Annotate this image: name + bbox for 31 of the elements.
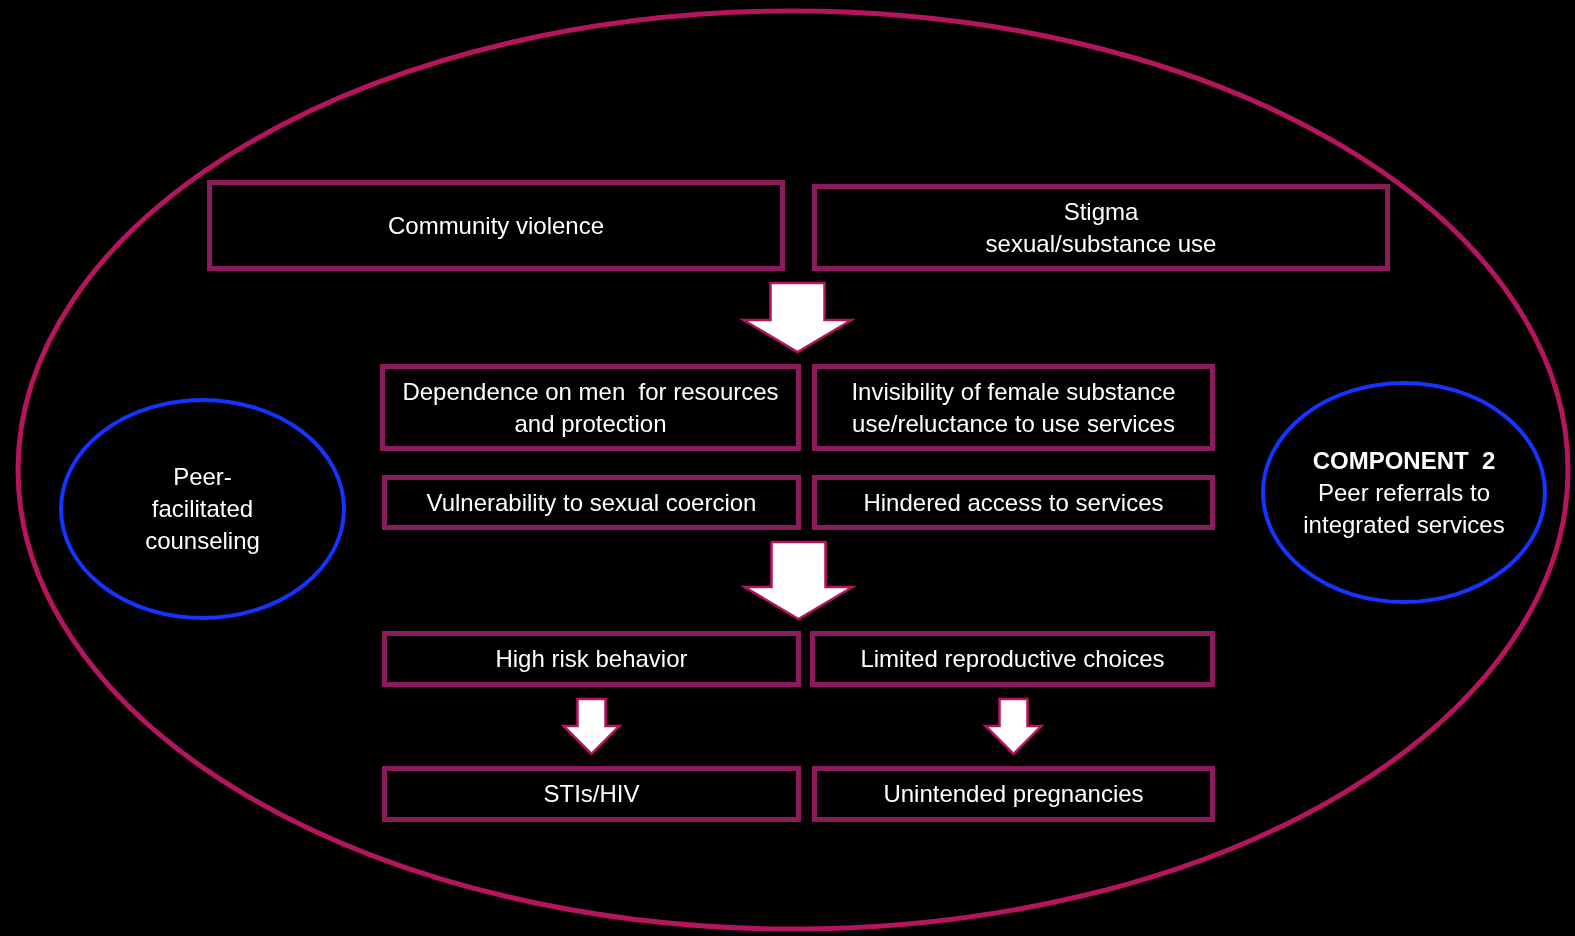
box-text: sexual/substance use bbox=[985, 228, 1217, 259]
factor-box bbox=[812, 475, 1215, 530]
outcome-box bbox=[382, 631, 801, 687]
box-text: STIs/HIV bbox=[543, 779, 640, 809]
box-text: Community violence bbox=[387, 210, 605, 241]
intervention-oval bbox=[1260, 380, 1548, 605]
box-text: High risk behavior bbox=[495, 644, 688, 674]
block-arrow bbox=[982, 697, 1045, 756]
box-text: Limited reproductive choices bbox=[860, 644, 1165, 674]
box-text: Dependence on men for resources and protection bbox=[401, 376, 780, 439]
box-text: Invisibility of female substance use/reluctance to use services bbox=[850, 376, 1177, 439]
outer-oval bbox=[15, 8, 1571, 932]
factor-box bbox=[380, 364, 801, 451]
block-arrow bbox=[739, 540, 858, 621]
outcome-box bbox=[810, 631, 1215, 687]
factor-box bbox=[812, 364, 1215, 451]
block-arrow bbox=[738, 281, 857, 354]
factor-box bbox=[207, 180, 785, 271]
outcome-box bbox=[812, 766, 1215, 822]
box-text: Vulnerability to sexual coercion bbox=[426, 487, 757, 518]
outcome-box bbox=[382, 766, 801, 822]
box-text: Peer referrals to integrated services bbox=[1302, 477, 1506, 540]
block-arrow bbox=[560, 697, 623, 756]
factor-box bbox=[812, 184, 1390, 271]
box-text: Unintended pregnancies bbox=[883, 779, 1144, 809]
factor-box bbox=[382, 475, 801, 530]
intervention-oval bbox=[58, 397, 347, 621]
heading-text: COMPONENT 2 bbox=[1312, 445, 1496, 476]
box-text: Peer-facilitated counseling bbox=[144, 462, 261, 556]
box-text: Hindered access to services bbox=[863, 487, 1164, 518]
box-text: Stigma bbox=[1063, 196, 1139, 227]
